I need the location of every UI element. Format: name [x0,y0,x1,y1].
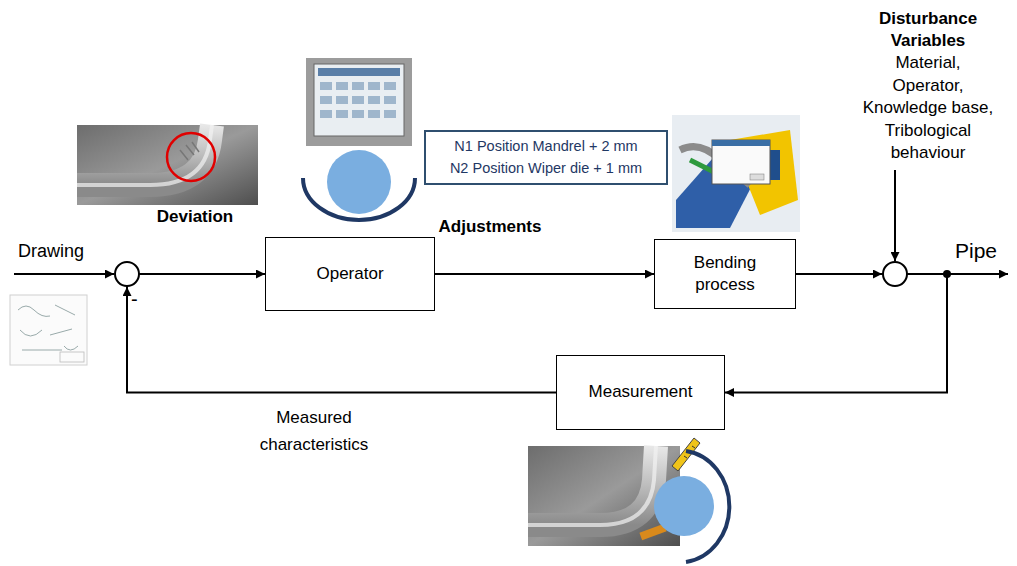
process-head [860,273,882,275]
branch-dot [943,270,951,278]
input-label: Drawing [18,240,108,263]
touchscreen-photo [306,58,412,146]
output-label: Pipe [955,238,1010,264]
feedback-head [126,287,128,300]
summing-junction [883,262,907,286]
node-text: Operator [316,263,383,285]
deviation-photo [77,125,258,205]
disturbance-list: Material, Operator, Knowledge base, Trib… [860,52,996,165]
operator-icon [303,150,415,220]
disturbance-arrow [894,170,896,261]
pipe-arrow [947,273,1008,275]
bending-machine-cad [672,115,800,232]
process-box: Measurement [556,355,725,430]
adjustment-box: N1 Position Mandrel + 2 mmN2 Position Wi… [424,130,668,185]
node-text: N2 Position Wiper die + 1 mm [450,158,642,179]
process-box: Operator [265,237,435,311]
caption-label: Deviation [135,206,255,227]
node-text: N1 Position Mandrel + 2 mm [454,136,637,157]
input-arrow [14,273,114,275]
summing-junction [115,262,139,286]
node-text: Measurement [589,381,693,403]
node-text: Bending process [663,252,787,296]
signal-connector [435,273,654,275]
drawing-thumbnail [10,295,87,365]
measurement-icon [654,451,729,562]
caption-label: Adjustments [425,216,555,237]
sign-label: - [131,287,151,312]
heading-label: Disturbance Variables [860,8,996,52]
signal-label: Measured characteristics [224,404,404,458]
process-box: Bending process [654,239,796,309]
